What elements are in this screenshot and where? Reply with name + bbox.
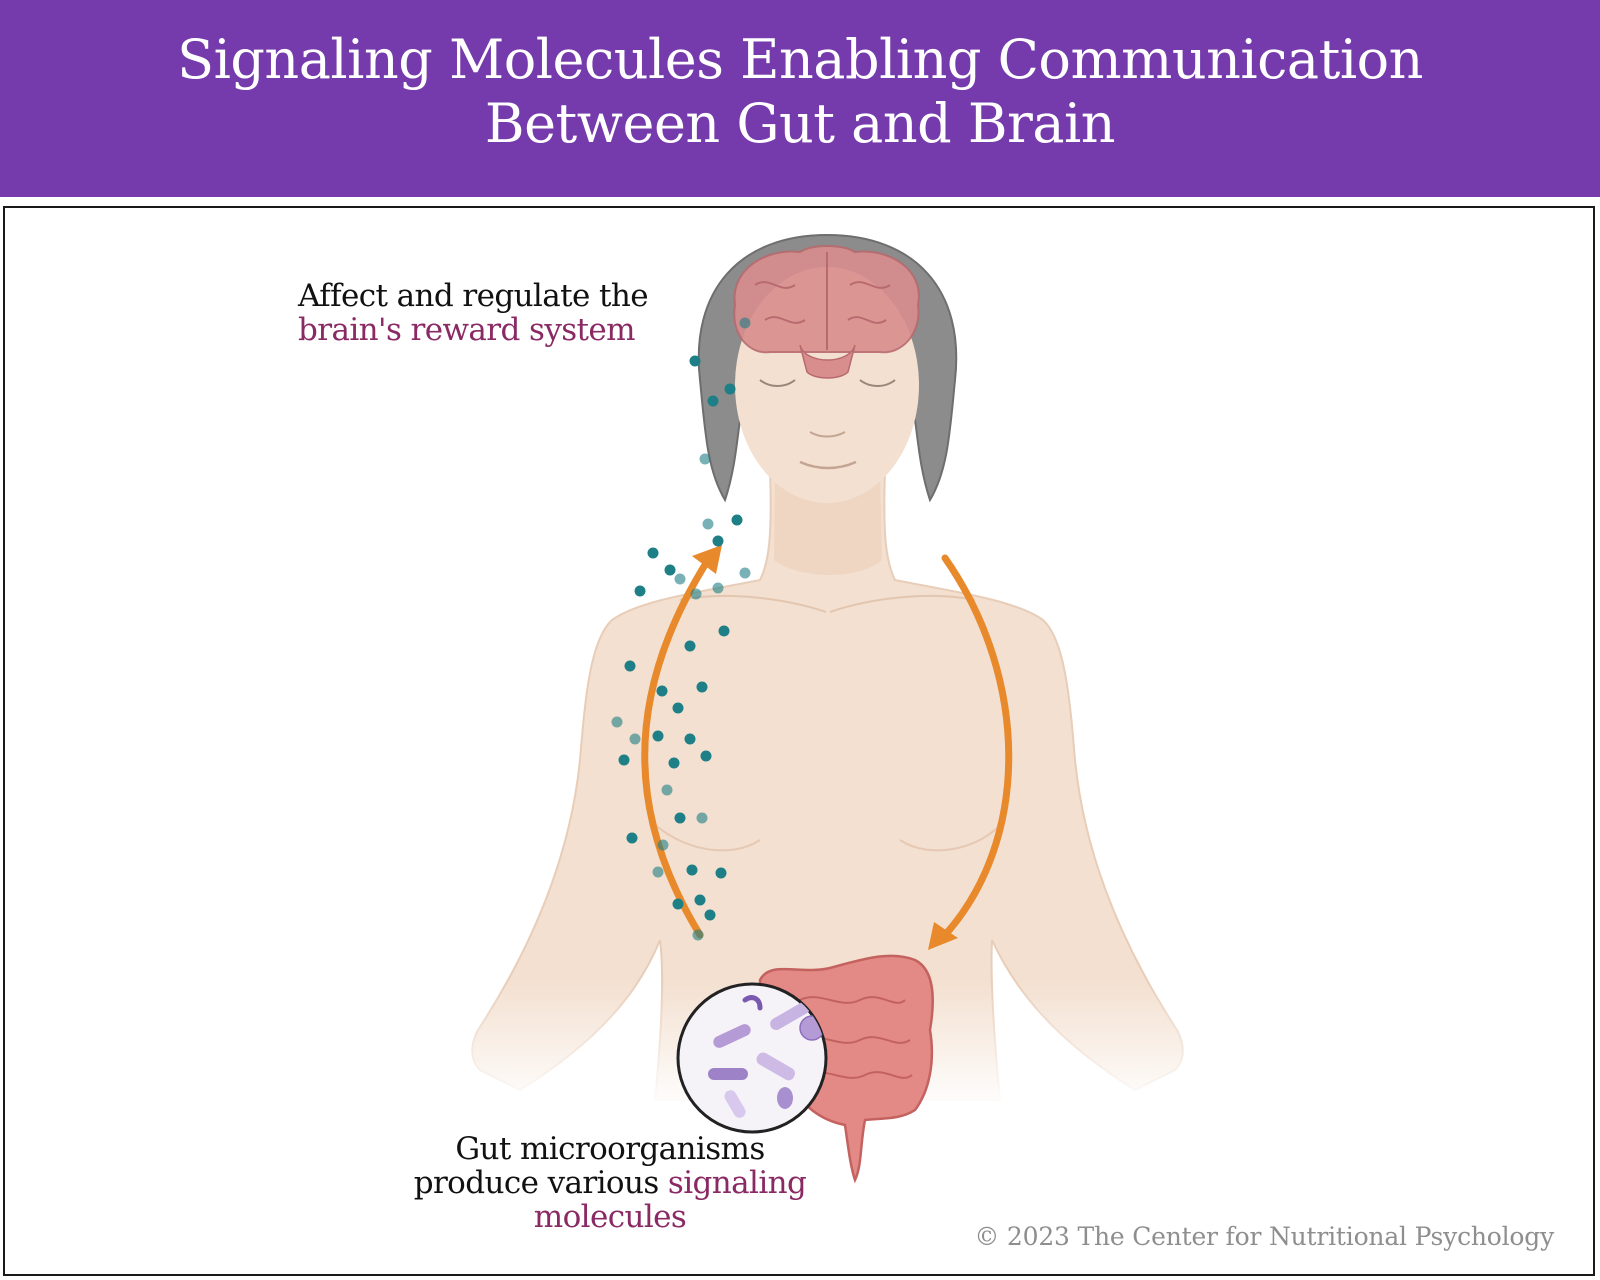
molecule-dot [702, 518, 714, 530]
molecule-dot [634, 585, 646, 597]
brain-icon [733, 245, 920, 379]
molecule-dot [647, 547, 659, 559]
molecule-dot [712, 535, 724, 547]
molecule-dot [692, 929, 704, 941]
title-line-1: Signaling Molecules Enabling Communicati… [177, 28, 1423, 91]
molecule-dot [652, 866, 664, 878]
molecule-dot [661, 784, 673, 796]
molecule-dot [731, 514, 743, 526]
molecule-dot [699, 453, 711, 465]
molecule-dot [715, 867, 727, 879]
gut-microorganisms-label: Gut microorganisms produce various signa… [360, 1132, 860, 1234]
molecule-dot [668, 757, 680, 769]
molecule-dot [739, 567, 751, 579]
brain-label-line-2: brain's reward system [298, 312, 636, 348]
title-banner: Signaling Molecules Enabling Communicati… [0, 0, 1600, 197]
molecule-dot [690, 588, 702, 600]
up-arrow-icon [641, 545, 722, 939]
gut-label-line-2: produce various signaling [360, 1166, 860, 1200]
molecule-dot [739, 317, 751, 329]
head [697, 233, 958, 503]
title-line-2: Between Gut and Brain [484, 92, 1116, 155]
molecule-dot [704, 909, 716, 921]
gut-label-line-2-accent: signaling [667, 1165, 807, 1201]
molecule-dot [724, 383, 736, 395]
molecule-dot [656, 685, 668, 697]
molecule-dot [684, 640, 696, 652]
molecule-dot [664, 564, 676, 576]
molecule-dot [611, 716, 623, 728]
molecule-dot [626, 832, 638, 844]
molecule-dot [657, 839, 669, 851]
page-title: Signaling Molecules Enabling Communicati… [0, 28, 1600, 156]
bacteria-magnifier-icon [676, 982, 828, 1134]
molecule-dot [684, 733, 696, 745]
molecule-dot [718, 625, 730, 637]
brain-effect-label: Affect and regulate the brain's reward s… [298, 278, 649, 348]
molecule-dot [707, 395, 719, 407]
copyright-notice: © 2023 The Center for Nutritional Psycho… [974, 1222, 1554, 1251]
molecule-dot [618, 754, 630, 766]
down-arrow-icon [928, 554, 1013, 950]
molecule-dot [624, 660, 636, 672]
gut-label-line-2-plain: produce various [413, 1165, 668, 1201]
molecule-dot [672, 898, 684, 910]
brain-label-line-1: Affect and regulate the [298, 278, 649, 314]
molecule-dot [686, 864, 698, 876]
molecule-dot [674, 812, 686, 824]
molecule-dots [611, 317, 751, 941]
molecule-dot [696, 812, 708, 824]
molecule-dot [689, 355, 701, 367]
molecule-dot [712, 582, 724, 594]
molecule-dot [694, 894, 706, 906]
gut-label-line-1: Gut microorganisms [455, 1131, 765, 1167]
gut-label-line-3: molecules [533, 1199, 687, 1235]
molecule-dot [700, 750, 712, 762]
molecule-dot [674, 573, 686, 585]
molecule-dot [672, 702, 684, 714]
molecule-dot [629, 733, 641, 745]
molecule-dot [652, 730, 664, 742]
molecule-dot [696, 681, 708, 693]
